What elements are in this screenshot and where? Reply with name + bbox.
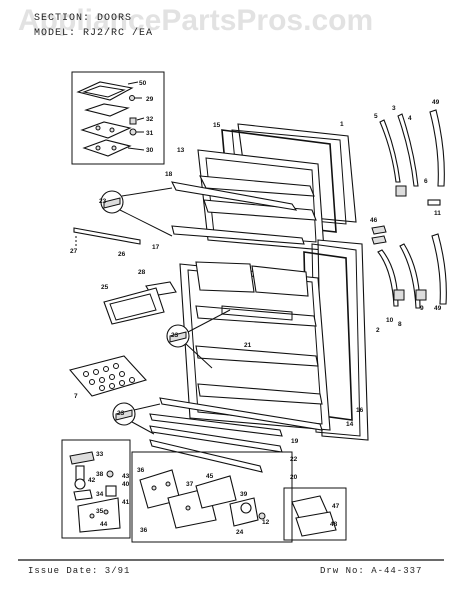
watermark: AppliancePartsPros.com: [18, 4, 374, 37]
door-handles-right: [371, 109, 447, 309]
callout-21: 21: [244, 342, 252, 349]
callout-18: 18: [165, 171, 173, 178]
callout-20: 20: [290, 474, 298, 481]
callout-27: 27: [70, 248, 78, 255]
callout-12: 12: [262, 519, 270, 526]
callout-33: 33: [96, 451, 104, 458]
model-label: MODEL: RJ2/RC /EA: [34, 28, 154, 39]
callout-36b: 36: [140, 527, 148, 534]
callout-32: 32: [146, 116, 154, 123]
callout-31: 31: [146, 130, 154, 137]
callout-38: 38: [96, 471, 104, 478]
callout-39: 39: [240, 491, 248, 498]
callout-15: 15: [213, 122, 221, 129]
callout-43: 43: [122, 473, 130, 480]
callout-29: 29: [146, 96, 154, 103]
callout-41: 41: [122, 499, 130, 506]
callout-19: 19: [291, 438, 299, 445]
callout-45: 45: [206, 473, 214, 480]
callout-11: 11: [434, 210, 441, 217]
callout-7: 7: [74, 393, 78, 400]
fresh-food-door-assembly: [149, 239, 369, 473]
callout-30: 30: [146, 147, 154, 154]
callout-35: 35: [96, 508, 104, 515]
callout-48: 48: [330, 521, 338, 528]
callout-34: 34: [96, 491, 104, 498]
callout-14: 14: [346, 421, 354, 428]
callout-4: 4: [408, 115, 412, 122]
callout-6: 6: [424, 178, 428, 185]
callout-22: 22: [290, 456, 298, 463]
callout-3: 3: [392, 105, 396, 112]
callout-9: 9: [420, 305, 424, 312]
callout-46: 46: [370, 217, 378, 224]
section-label: SECTION: DOORS: [34, 13, 133, 24]
callout-40: 40: [122, 481, 130, 488]
callout-26: 26: [118, 251, 126, 258]
callout-8: 8: [398, 321, 402, 328]
freezer-door-assembly: [171, 123, 357, 251]
callout-1: 1: [340, 121, 344, 128]
callout-23a: 23: [99, 198, 107, 205]
hinge-hardware-insets: [61, 439, 347, 543]
callout-23c: 23: [117, 410, 125, 417]
callout-25: 25: [101, 284, 109, 291]
callout-28: 28: [138, 269, 146, 276]
loose-parts-left: [69, 187, 231, 435]
callout-5: 5: [374, 113, 378, 120]
callout-23b: 23: [171, 332, 179, 339]
callout-2: 2: [376, 327, 380, 334]
callout-37: 37: [186, 481, 194, 488]
callout-42: 42: [88, 477, 96, 484]
callout-13: 13: [177, 147, 185, 154]
callout-47: 47: [332, 503, 340, 510]
callout-24: 24: [236, 529, 244, 536]
callout-10: 10: [386, 317, 394, 324]
callout-36a: 36: [137, 467, 145, 474]
callout-16: 16: [356, 407, 364, 414]
callout-44: 44: [100, 521, 108, 528]
callout-labels: 50 29 32 31 30 15 1 13 18 23 17 27 26 28…: [70, 80, 442, 536]
issue-date: Issue Date: 3/91: [28, 566, 131, 576]
callout-49a: 49: [432, 99, 440, 106]
callout-49b: 49: [434, 305, 442, 312]
inset-door-cap-kit: [71, 71, 165, 165]
callout-17: 17: [152, 244, 160, 251]
drawing-number: Drw No: A-44-337: [320, 566, 423, 576]
callout-50: 50: [139, 80, 147, 87]
